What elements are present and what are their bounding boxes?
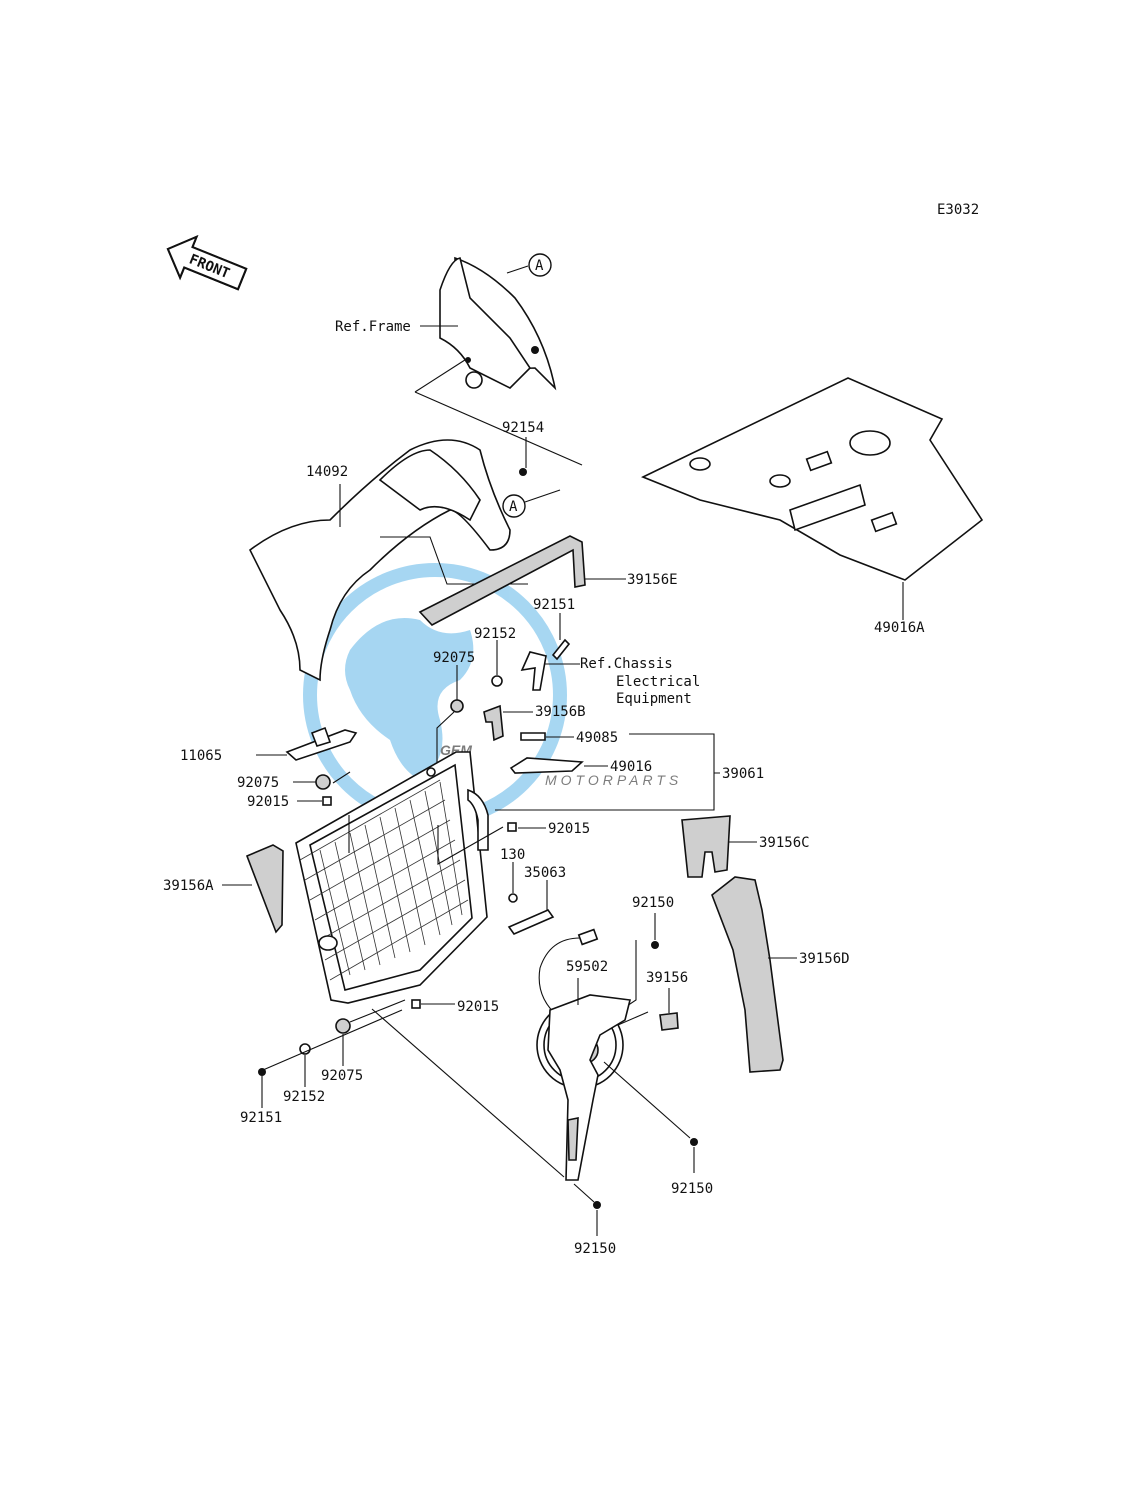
callout-a-top-text: A	[535, 258, 544, 274]
label-92152-top: 92152	[474, 626, 516, 642]
ref-chassis-bracket	[520, 651, 547, 691]
label-14092: 14092	[306, 464, 348, 480]
part-92151-top	[551, 638, 571, 661]
label-39156D: 39156D	[799, 951, 850, 967]
label-92152-bottom: 92152	[283, 1089, 325, 1105]
watermark-sub: MOTORPARTS	[545, 772, 682, 788]
part-92015-bottom	[411, 999, 421, 1009]
label-39156: 39156	[646, 970, 688, 986]
part-35063	[507, 909, 555, 935]
watermark-continents	[345, 618, 474, 780]
label-92075-bottom: 92075	[321, 1068, 363, 1084]
part-39156D	[711, 876, 784, 1073]
part-92075-top	[450, 699, 464, 713]
label-92015-bottom: 92015	[457, 999, 499, 1015]
label-59502: 59502	[566, 959, 608, 975]
part-49016A	[641, 377, 984, 620]
label-39061: 39061	[722, 766, 764, 782]
callout-a-top	[528, 253, 552, 277]
part-49085	[520, 732, 546, 741]
label-49016: 49016	[610, 759, 652, 775]
group-39061-bracket	[495, 733, 720, 811]
part-59502	[536, 978, 649, 1181]
label-92075-top: 92075	[433, 650, 475, 666]
part-92150-top	[651, 941, 659, 949]
part-92150-right	[690, 1138, 698, 1146]
label-92015-left: 92015	[247, 794, 289, 810]
label-130: 130	[500, 847, 525, 863]
leader-radiator-fan	[371, 1008, 565, 1178]
part-92152-top	[491, 675, 503, 687]
label-92154: 92154	[502, 420, 544, 436]
label-92150-right: 92150	[671, 1181, 713, 1197]
label-ref-chassis-1: Ref.Chassis	[580, 656, 673, 672]
label-92015-right: 92015	[548, 821, 590, 837]
label-ref-chassis-3: Equipment	[616, 691, 692, 707]
label-49016A: 49016A	[874, 620, 925, 636]
part-39156	[659, 1012, 679, 1031]
label-11065: 11065	[180, 748, 222, 764]
part-49016	[509, 757, 584, 774]
label-49085: 49085	[576, 730, 618, 746]
part-92154	[519, 468, 527, 476]
callout-a-mid-text: A	[509, 499, 518, 515]
part-39156C	[681, 815, 731, 878]
part-92075-mid	[315, 774, 331, 790]
label-39156A: 39156A	[163, 878, 214, 894]
label-92151-bottom: 92151	[240, 1110, 282, 1126]
callout-a-mid	[502, 494, 526, 518]
part-92075-bottom	[335, 1018, 351, 1034]
part-92015-right	[507, 822, 517, 832]
front-arrow: FRONT	[166, 234, 248, 291]
label-92151-top: 92151	[533, 597, 575, 613]
fan-harness	[538, 937, 581, 1019]
label-92150-top: 92150	[632, 895, 674, 911]
label-92150-bottom: 92150	[574, 1241, 616, 1257]
part-92152-bottom	[299, 1043, 311, 1055]
part-39156E	[418, 535, 626, 626]
radiator	[295, 751, 504, 1023]
label-92075-mid: 92075	[237, 775, 279, 791]
label-ref-frame: Ref.Frame	[335, 319, 411, 335]
label-39156B: 39156B	[535, 704, 586, 720]
part-92015-left	[322, 796, 332, 806]
part-92150-bottom	[593, 1201, 601, 1209]
fan-connector	[577, 928, 599, 946]
frame-reference	[414, 256, 583, 466]
part-39156A	[245, 844, 284, 934]
label-39156E: 39156E	[627, 572, 678, 588]
part-14092	[248, 439, 528, 682]
diagram-code: E3032	[937, 202, 979, 218]
part-39156B	[483, 704, 504, 742]
label-39156C: 39156C	[759, 835, 810, 851]
label-35063: 35063	[524, 865, 566, 881]
label-ref-chassis-2: Electrical	[616, 674, 700, 690]
part-130	[508, 893, 518, 903]
